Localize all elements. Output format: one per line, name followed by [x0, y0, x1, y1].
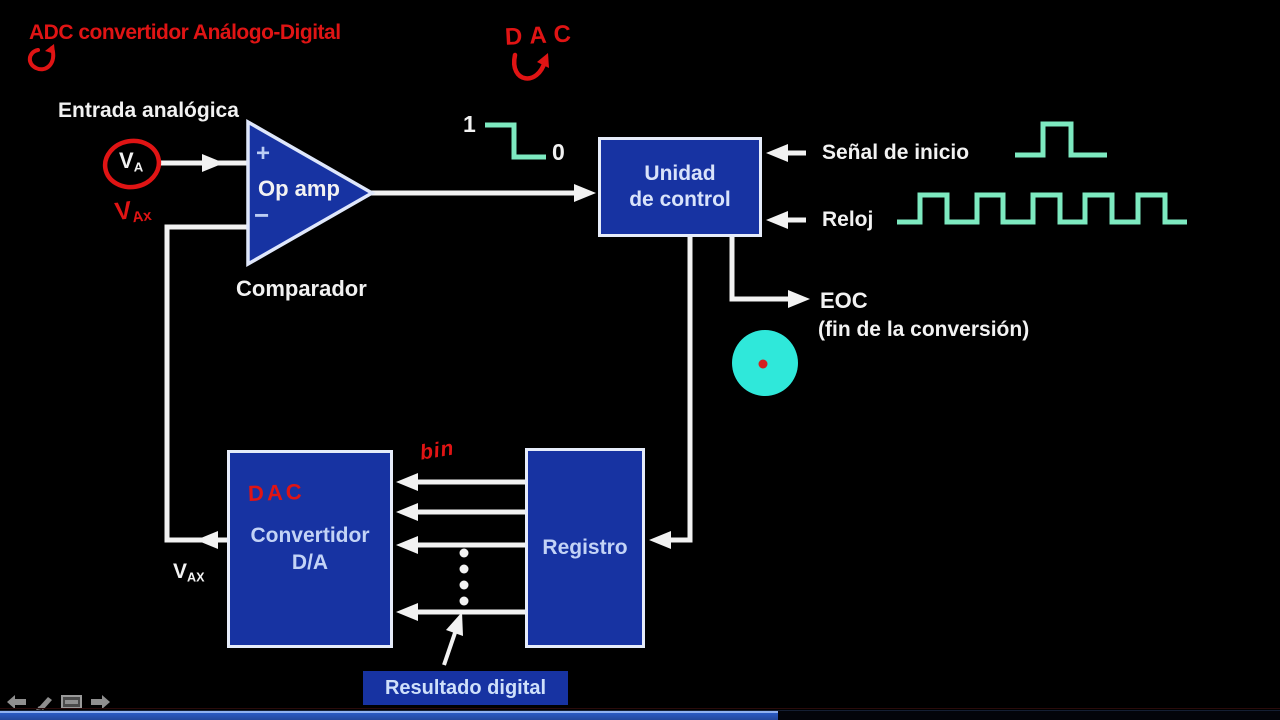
- start-arrowhead: [766, 144, 788, 162]
- vax-red-sub: Ax: [131, 207, 153, 227]
- analog-input-label: Entrada analógica: [58, 99, 239, 122]
- dac-box-handwritten-note: DAC: [247, 479, 306, 506]
- bus-arrowhead-3: [396, 536, 418, 554]
- output-arrowhead: [574, 184, 596, 202]
- opamp-plus-input: +: [256, 140, 271, 167]
- digital-result-label: Resultado digital: [384, 676, 547, 699]
- bus-ellipsis-dots: [459, 548, 469, 606]
- vax-white-base: V: [173, 560, 188, 583]
- logic-zero-label: 0: [552, 139, 565, 165]
- cursor-highlight: [732, 330, 798, 396]
- dac-box: DAC Convertidor D/A: [227, 450, 393, 648]
- vax-red-base: V: [113, 196, 134, 227]
- title-scribble: [27, 46, 56, 72]
- va-sub: A: [133, 159, 144, 175]
- clock-label: Reloj: [822, 208, 874, 231]
- register-box: Registro: [525, 448, 645, 648]
- opamp-minus-input: −: [254, 200, 270, 230]
- register-label: Registro: [542, 536, 628, 559]
- bus-arrowhead-4: [396, 603, 418, 621]
- result-pointer-arrowhead: [446, 612, 463, 636]
- start-signal-label: Señal de inicio: [822, 141, 970, 164]
- dac-note-scribble: [511, 52, 548, 81]
- clock-arrowhead: [766, 211, 788, 229]
- control-unit-label-line2: de control: [629, 188, 731, 211]
- bus-arrowhead-2: [396, 503, 418, 521]
- eoc-arrowhead: [788, 290, 810, 308]
- comparator-caption: Comparador: [236, 276, 367, 301]
- va-label: VA: [119, 148, 143, 175]
- previous-arrow-icon[interactable]: [7, 695, 27, 709]
- vax-white-label: VAX: [173, 560, 205, 585]
- dac-handwritten-note: DAC: [504, 20, 579, 51]
- clock-waveform: [897, 192, 1187, 225]
- logic-one-label: 1: [463, 111, 476, 137]
- control-unit-label-line1: Unidad: [644, 162, 716, 185]
- bottom-divider-line: [0, 708, 1280, 709]
- bus-arrowhead-1: [396, 473, 418, 491]
- step-1-to-0-waveform: [485, 122, 546, 160]
- result-pointer-line: [442, 623, 460, 666]
- va-base: V: [119, 148, 134, 173]
- eoc-wire: [729, 237, 794, 302]
- next-arrow-icon[interactable]: [90, 695, 110, 709]
- bin-annotation: bin: [418, 436, 457, 465]
- cursor-halo: [732, 330, 798, 396]
- page-title: ADC convertidor Análogo-Digital: [29, 21, 341, 44]
- dac-note-arrowhead: [537, 53, 549, 68]
- va-arrowhead: [202, 154, 224, 172]
- dac-box-label-line1: Convertidor: [250, 524, 370, 547]
- cursor-dot: [758, 359, 768, 369]
- register-arrowhead: [649, 531, 671, 549]
- title-scribble-arrowhead: [45, 44, 55, 54]
- vax-white-sub: AX: [187, 570, 205, 585]
- drawing-toolbar: [0, 692, 127, 712]
- dac-box-label-line2: D/A: [291, 551, 329, 574]
- control-unit-box: Unidad de control: [598, 137, 762, 237]
- control-to-register-wire: [660, 237, 693, 543]
- eoc-caption: (fin de la conversión): [818, 318, 1030, 341]
- start-pulse-waveform: [1015, 121, 1107, 158]
- slide-frame-icon[interactable]: [61, 695, 82, 709]
- progress-fill[interactable]: [0, 711, 779, 720]
- digital-result-label-box: Resultado digital: [363, 671, 568, 705]
- opamp-name: Op amp: [258, 176, 340, 201]
- vax-red-annotation: VAx: [113, 194, 152, 228]
- feedback-arrowhead: [196, 531, 218, 549]
- eoc-label: EOC: [820, 288, 868, 313]
